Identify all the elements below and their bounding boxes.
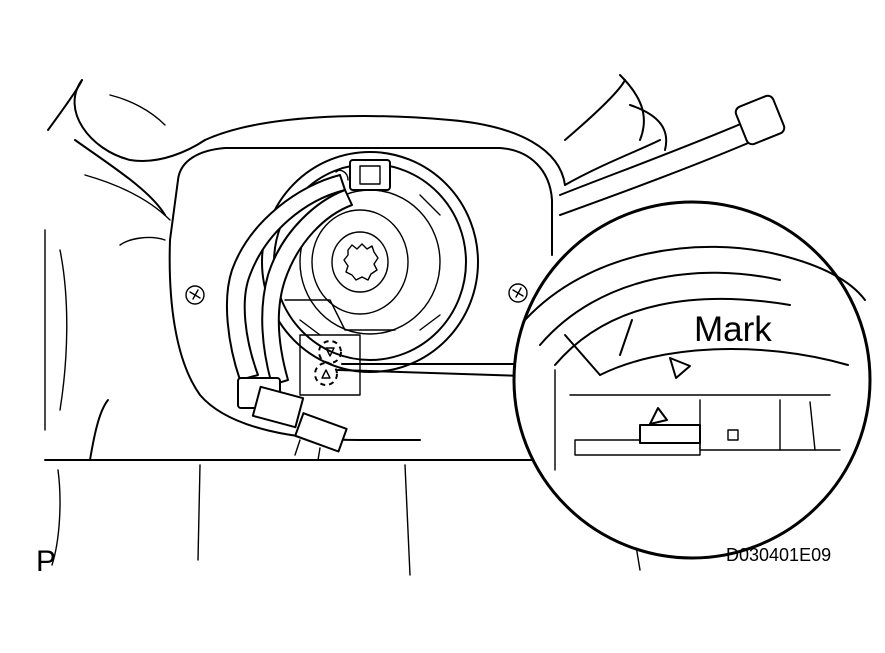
page-marker: P — [36, 545, 57, 578]
alignment-mark-triangle — [649, 407, 668, 425]
magnified-callout-circle — [512, 200, 872, 560]
figure-code: D030401E09 — [726, 545, 832, 565]
wheel-outline — [47, 74, 661, 221]
mark-indicators — [314, 340, 526, 386]
upper-right-cable — [559, 94, 786, 216]
spiral-cable-disk — [261, 151, 479, 396]
wire-harness — [225, 169, 353, 461]
alignment-mark-triangle — [669, 357, 691, 379]
mark-callout-label: Mark — [694, 310, 772, 349]
